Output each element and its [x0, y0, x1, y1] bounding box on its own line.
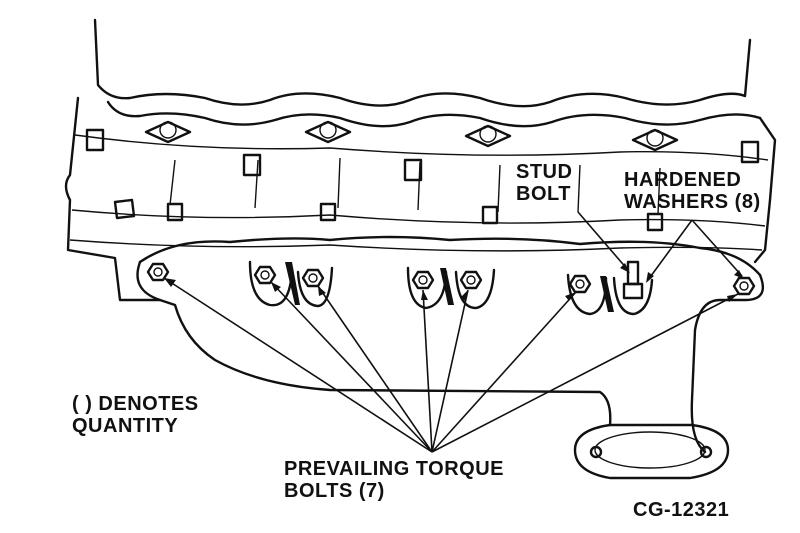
outlet-flange	[573, 423, 730, 480]
prevailing-torque-label: PREVAILING TORQUE BOLTS (7)	[284, 458, 504, 502]
prevailing-torque-leaders	[163, 277, 739, 453]
stud-bolt	[622, 260, 644, 300]
hardened-washers-label-line1: HARDENED	[624, 169, 742, 191]
prevailing-label-line1: PREVAILING TORQUE	[284, 458, 505, 480]
exhaust-manifold	[136, 235, 765, 454]
figure-code: CG-12321	[633, 499, 730, 521]
denotes-note-line1: ( ) DENOTES	[72, 393, 199, 415]
valve-cover	[93, 18, 762, 128]
head-bolts	[85, 128, 760, 232]
hardened-washers-leaders	[646, 219, 744, 283]
stud-bolt-label-line2: BOLT	[516, 183, 571, 205]
denotes-quantity-note: ( ) DENOTES QUANTITY	[72, 393, 199, 437]
stud-bolt-label-line1: STUD	[516, 161, 573, 183]
hardened-washers-label: HARDENED WASHERS (8)	[624, 169, 761, 213]
prevailing-label-line2: BOLTS (7)	[284, 480, 385, 502]
hardened-washers-label-line2: WASHERS (8)	[624, 191, 761, 213]
manifold-bolts	[146, 262, 756, 296]
stud-bolt-leader	[577, 211, 630, 273]
cylinder-head	[64, 96, 777, 302]
stud-bolt-label: STUD BOLT	[516, 161, 572, 205]
denotes-note-line2: QUANTITY	[72, 415, 179, 437]
valve-cover-bolts	[144, 120, 679, 152]
